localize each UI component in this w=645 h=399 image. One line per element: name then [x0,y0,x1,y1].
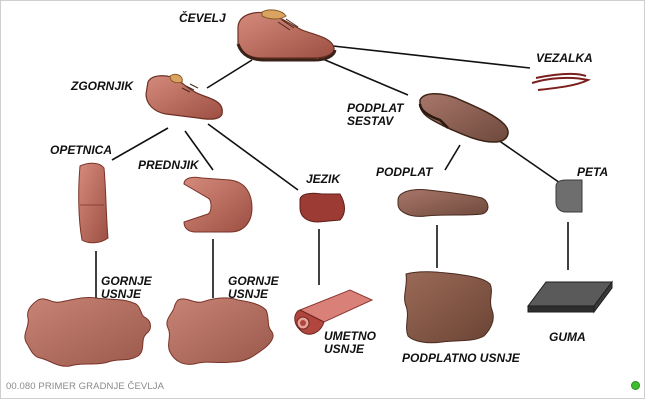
synthetic-leather-roll-illustration [295,290,372,334]
shoe-illustration [238,10,335,60]
label-umetno-usnje: UMETNO USNJE [324,330,376,356]
label-podplat-sestav: PODPLAT SESTAV [347,102,403,128]
hide-illustration-2 [167,298,273,365]
label-opetnica: OPETNICA [50,144,112,157]
upper-illustration [146,74,222,119]
heel-illustration [556,180,582,212]
status-indicator-icon[interactable] [631,381,640,390]
label-gornje-usnje-1: GORNJE USNJE [101,275,152,301]
label-podplatno-usnje: PODPLATNO USNJE [402,352,520,365]
hide-illustration-1 [25,297,151,366]
sole-assembly-illustration [420,94,508,142]
label-prednjik: PREDNJIK [138,159,199,172]
sole-illustration [398,189,488,216]
heel-counter-illustration [79,163,108,243]
label-zgornjik: ZGORNJIK [71,80,133,93]
label-peta: PETA [577,166,608,179]
footer-caption: 00.080 PRIMER GRADNJE ČEVLJA [6,381,164,392]
label-podplat: PODPLAT [376,166,432,179]
label-jezik: JEZIK [306,173,340,186]
label-gornje-usnje-2: GORNJE USNJE [228,275,279,301]
label-cevelj: ČEVELJ [179,12,226,25]
label-guma: GUMA [549,331,586,344]
sole-leather-illustration [405,272,494,343]
tongue-illustration [300,193,345,222]
label-vezalka: VEZALKA [536,52,593,65]
vamp-illustration [184,177,252,232]
rubber-block-illustration [528,282,612,312]
shoelace-illustration [532,74,588,90]
